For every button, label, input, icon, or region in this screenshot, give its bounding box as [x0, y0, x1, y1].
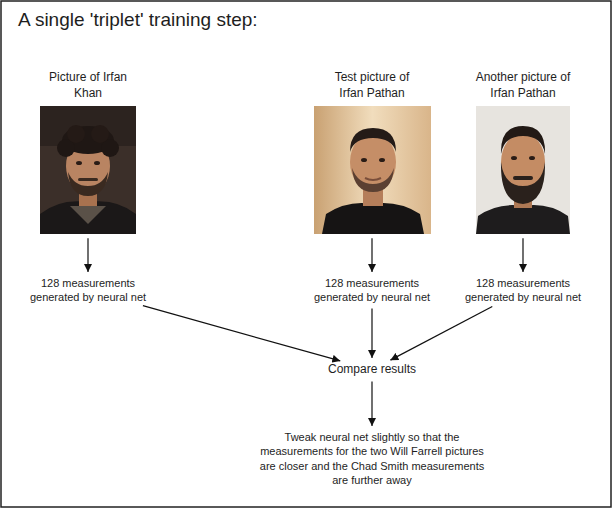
- photo-heading: Picture of Irfan Khan: [46, 70, 130, 101]
- step-label: Compare results: [328, 362, 416, 378]
- flow-arrow: [371, 382, 372, 426]
- step-text: Compare results: [328, 362, 416, 378]
- step-text: Tweak neural net slightly so that the me…: [260, 430, 485, 487]
- photo-heading: Another picture of Irfan Pathan: [463, 70, 583, 101]
- step-text: 128 measurements generated by neural net: [303, 276, 441, 305]
- flow-arrow: [87, 238, 88, 272]
- step-label: Tweak neural net slightly so that the me…: [260, 430, 485, 487]
- portrait-photo: [476, 106, 570, 234]
- step-label: 128 measurements generated by neural net: [303, 276, 441, 305]
- step-text: 128 measurements generated by neural net: [19, 276, 157, 305]
- flow-arrow: [522, 238, 523, 272]
- photo-panel: Test picture of Irfan Pathan: [314, 70, 431, 234]
- diagram-title: A single 'triplet' training step:: [18, 9, 258, 31]
- step-label: 128 measurements generated by neural net: [454, 276, 592, 305]
- photo-panel: Picture of Irfan Khan: [40, 70, 136, 234]
- photo-heading: Test picture of Irfan Pathan: [322, 70, 422, 101]
- portrait-photo: [40, 106, 136, 234]
- step-text: 128 measurements generated by neural net: [454, 276, 592, 305]
- flow-arrow: [143, 306, 340, 361]
- photo-panel: Another picture of Irfan Pathan: [463, 70, 583, 234]
- flow-arrow: [371, 309, 372, 358]
- portrait-photo: [314, 106, 431, 234]
- flow-arrow: [371, 238, 372, 272]
- step-label: 128 measurements generated by neural net: [19, 276, 157, 305]
- flow-arrow: [390, 306, 492, 360]
